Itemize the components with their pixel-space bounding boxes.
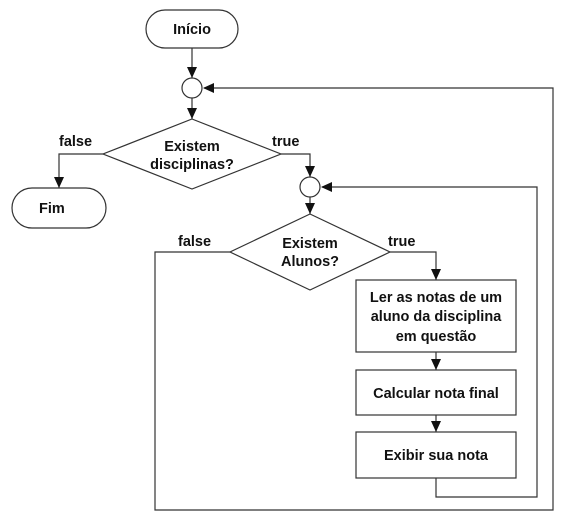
- edge-display-loop: [322, 186, 538, 498]
- junction-inner: [299, 176, 321, 198]
- arrowhead-to-junction-inner: [305, 166, 315, 177]
- process-read-line-1: Ler as notas de um: [370, 290, 502, 306]
- edge-label-disciplines-false: false: [59, 134, 92, 150]
- process-display-label: Exibir sua nota: [384, 448, 489, 464]
- edge-label-students-true: true: [388, 234, 415, 250]
- arrowhead-to-decision-disciplines: [187, 108, 197, 119]
- arrowhead-to-display: [431, 421, 441, 432]
- process-display: [355, 431, 517, 479]
- process-read-grades: [355, 279, 517, 353]
- arrowhead-to-junction-top: [187, 67, 197, 78]
- process-read-line-2: aluno da disciplina: [371, 309, 502, 325]
- arrowhead-to-read: [431, 269, 441, 280]
- process-calculate: [355, 369, 517, 416]
- junction-top: [181, 77, 203, 99]
- start-terminal: [145, 9, 239, 49]
- start-label: Início: [173, 22, 211, 38]
- edge-disciplines-false: [58, 153, 103, 188]
- decision-disciplines-line-1: Existem: [164, 139, 220, 155]
- edge-disciplines-true: [281, 153, 311, 177]
- end-label: Fim: [39, 201, 65, 217]
- edge-label-students-false: false: [178, 234, 211, 250]
- process-read-line-3: em questão: [396, 329, 477, 345]
- decision-disciplines: [101, 118, 283, 190]
- arrowhead-loop-to-top-junction: [203, 83, 214, 93]
- edge-students-true: [390, 251, 437, 280]
- end-terminal: [11, 187, 107, 229]
- process-calculate-label: Calcular nota final: [373, 386, 499, 402]
- arrowhead-to-decision-students: [305, 203, 315, 214]
- edge-label-disciplines-true: true: [272, 134, 299, 150]
- decision-students-line-2: Alunos?: [281, 254, 339, 270]
- decision-disciplines-line-2: disciplinas?: [150, 157, 234, 173]
- decision-students: [228, 213, 392, 291]
- arrowhead-loop-to-inner-junction: [321, 182, 332, 192]
- arrowhead-to-end: [54, 177, 64, 188]
- edge-students-false: [154, 87, 554, 511]
- arrowhead-to-calculate: [431, 359, 441, 370]
- decision-students-line-1: Existem: [282, 236, 338, 252]
